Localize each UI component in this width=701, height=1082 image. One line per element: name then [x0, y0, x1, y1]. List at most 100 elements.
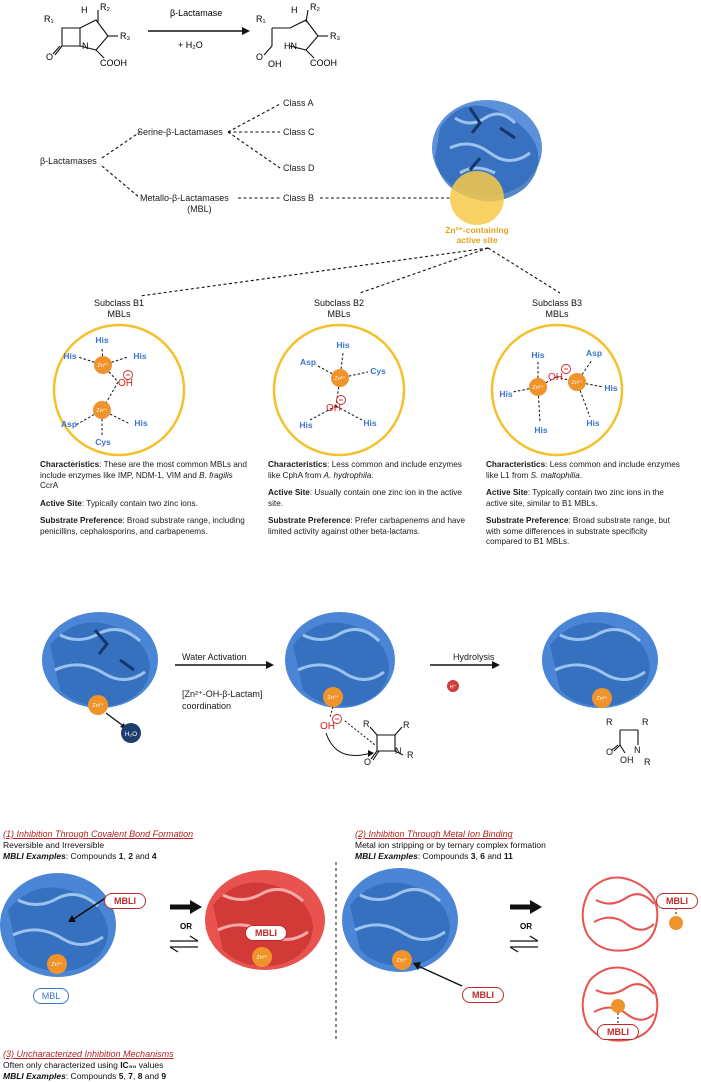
- ternary-zinc: [611, 999, 625, 1013]
- active-site-diagrams: Zn²⁺ Zn²⁺ Zn²⁺ Zn²⁺ Zn²⁺ His His His Asp…: [52, 323, 624, 457]
- b1-hydroxide: OH: [118, 378, 133, 389]
- mech-zinc-1-label: Zn²⁺: [92, 702, 103, 709]
- b2-his-bl: His: [299, 420, 313, 430]
- b1-his-1: His: [95, 335, 109, 345]
- beta-lactamases-label: β-Lactamases: [40, 156, 97, 166]
- b3-active-site: Active Site: Typically contain two zinc …: [486, 488, 664, 508]
- metal-forward-arrow: [530, 900, 542, 914]
- b3-zinc-2-label: Zn²⁺: [571, 379, 582, 386]
- prod-n: N: [634, 745, 641, 755]
- b3-substrate: Substrate Preference: Broad substrate ra…: [486, 516, 670, 546]
- mech-negative-charge: [332, 714, 342, 724]
- cov-zinc: [47, 954, 67, 974]
- b3-his-t1: His: [531, 350, 545, 360]
- int-r-1: R: [363, 719, 370, 729]
- b2-active-site: Active Site: Usually contain one zinc io…: [268, 488, 462, 508]
- h-right: H: [291, 5, 298, 15]
- b3-asp: Asp: [586, 348, 602, 358]
- b2-characteristics: Characteristics: Less common and include…: [268, 460, 462, 480]
- b3-his-l: His: [499, 389, 513, 399]
- cooh-left: COOH: [100, 58, 127, 68]
- prod-r-3: R: [644, 757, 651, 767]
- b3-negative-charge: [561, 364, 571, 374]
- mech-zinc-2-label: Zn²⁺: [327, 694, 338, 701]
- proton: [447, 680, 459, 692]
- mbli-pill-stripping: MBLI: [656, 893, 698, 909]
- mech-zinc-3-label: Zn²⁺: [596, 695, 607, 702]
- b2-title-line2: MBLs: [327, 309, 351, 319]
- b1-his-2: His: [63, 351, 77, 361]
- b1-title-line2: MBLs: [107, 309, 131, 319]
- active-site-circle: [450, 171, 504, 225]
- b1-substrate: Substrate Preference: Broad substrate ra…: [40, 516, 245, 536]
- uncharacterized-examples: MBLI Examples: Compounds 5, 7, 8 and 9: [3, 1071, 167, 1081]
- int-o: O: [364, 757, 371, 767]
- covalent-inhibition-title: (1) Inhibition Through Covalent Bond For…: [3, 829, 194, 839]
- intermediate-lactam: [344, 720, 404, 761]
- b1-zinc-2-label: Zn²⁺: [96, 407, 107, 414]
- inhibited-protein-covalent: [205, 870, 325, 970]
- cov-zinc-label: Zn²⁺: [51, 961, 62, 968]
- mbl-protein-3: [542, 612, 658, 708]
- b1-active-site-ring: [52, 323, 186, 457]
- b3-title-line1: Subclass B3: [531, 298, 583, 308]
- cooh-right: COOH: [310, 58, 337, 68]
- subclass-b1-title: Subclass B1 MBLs: [64, 298, 174, 320]
- class-b-label: Class B: [283, 193, 315, 203]
- b1-his-3: His: [133, 351, 147, 361]
- prod-o: O: [606, 747, 613, 757]
- coordination-line2: coordination: [182, 701, 232, 711]
- b1-zinc-1: [94, 356, 112, 374]
- mech-zinc-3: [592, 688, 612, 708]
- r2-left: R₂: [100, 2, 110, 12]
- b2-title-line1: Subclass B2: [313, 298, 365, 308]
- b2-negative-charge: [336, 395, 346, 405]
- prod-r-1: R: [606, 717, 613, 727]
- coordination-line1: [Zn²⁺-OH-β-Lactam]: [182, 689, 263, 699]
- covalent-forward-arrow: [190, 900, 202, 914]
- mbli-pill-bound: MBLI: [245, 925, 287, 941]
- product-opened-lactam: [611, 729, 639, 754]
- penicillin-core-left: [52, 10, 118, 59]
- b3-description: Characteristics: Less common and include…: [486, 460, 686, 555]
- b3-his-b1: His: [534, 425, 548, 435]
- mbl-protein-metal: [342, 868, 458, 972]
- reaction-arrowhead: [242, 27, 250, 35]
- b3-characteristics: Characteristics: Less common and include…: [486, 460, 680, 480]
- inhibition-panel: Zn²⁺ OR Zn²⁺ Zn²⁺ OR: [0, 860, 683, 1042]
- covalent-inhibition-desc: Reversible and Irreversible: [3, 840, 105, 850]
- stripped-zinc: [669, 916, 683, 930]
- ternary-complex-protein-red: [581, 966, 659, 1042]
- mbl-protein-1: [42, 612, 158, 708]
- int-r-2: R: [403, 720, 410, 730]
- metallo-line1: Metallo-β-Lactamases: [140, 193, 229, 203]
- mech-zinc-1: [88, 695, 108, 715]
- cov-inhibited-zinc: [252, 947, 272, 967]
- oh-right: OH: [268, 59, 282, 69]
- b1-asp: Asp: [61, 419, 77, 429]
- b1-zinc-2: [93, 401, 111, 419]
- uncharacterized-title: (3) Uncharacterized Inhibition Mechanism…: [3, 1049, 174, 1059]
- b1-cys: Cys: [95, 437, 111, 447]
- b2-asp: Asp: [300, 357, 316, 367]
- water-activation-label: Water Activation: [182, 652, 247, 662]
- b1-negative-charge: [123, 370, 133, 380]
- int-n: N: [395, 746, 402, 756]
- int-r-3: R: [407, 750, 414, 760]
- b3-his-r: His: [604, 383, 618, 393]
- enzyme-label: β-Lactamase: [170, 8, 222, 18]
- mbli-pill-covalent: MBLI: [104, 893, 146, 909]
- hydrolysis-mechanism: Zn²⁺ Zn²⁺ Zn²⁺ H₂O H⁺ OH R R N R O: [42, 612, 658, 767]
- water-label: H₂O: [125, 731, 137, 738]
- b2-zinc-label: Zn²⁺: [334, 375, 345, 382]
- mbl-protein-2: [285, 612, 395, 708]
- metal-or: OR: [520, 922, 532, 931]
- b2-hydroxide: OH: [326, 403, 341, 414]
- serine-beta-lactamases-label: Serine-β-Lactamases: [137, 127, 223, 137]
- classification-tree: [101, 100, 561, 297]
- coordination-label: [Zn²⁺-OH-β-Lactam] coordination: [182, 688, 262, 712]
- covalent-or: OR: [180, 922, 192, 931]
- b2-description: Characteristics: Less common and include…: [268, 460, 468, 544]
- water-activation-arrow: [266, 661, 274, 669]
- b1-active-site: Active Site: Typically contain two zinc …: [40, 498, 198, 508]
